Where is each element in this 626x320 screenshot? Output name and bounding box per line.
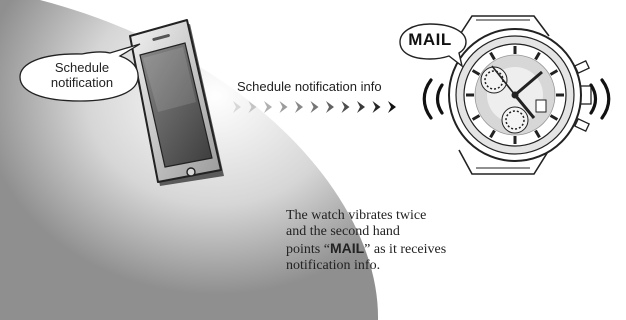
arrow-chevron: [388, 101, 396, 113]
arrow-chevron: [326, 101, 334, 113]
caption-line1: The watch vibrates twice: [286, 208, 466, 224]
arrow-chevron: [311, 101, 319, 113]
arrow-chevron: [373, 101, 381, 113]
caption-line3-post: ” as it receives: [364, 242, 446, 257]
caption: The watch vibrates twice and the second …: [286, 208, 466, 274]
mail-label: MAIL: [398, 30, 462, 50]
caption-line3-pre: points “: [286, 242, 330, 257]
arrow-chevron: [295, 101, 303, 113]
phone-bubble-label: Schedule notification: [30, 60, 134, 90]
arrow-chevron: [280, 101, 288, 113]
vibration-marks-right: [591, 80, 609, 118]
vibration-marks-left: [424, 80, 442, 118]
arrow-chevron: [357, 101, 365, 113]
caption-line2: and the second hand: [286, 224, 466, 240]
arrow-chevron: [264, 101, 272, 113]
caption-mail-word: MAIL: [330, 240, 364, 256]
caption-line4: notification info.: [286, 258, 466, 274]
phone-bubble-line2: notification: [30, 75, 134, 90]
caption-line3: points “MAIL” as it receives: [286, 240, 466, 258]
arrow-chevron: [342, 101, 350, 113]
phone-bubble-line1: Schedule: [30, 60, 134, 75]
flow-label: Schedule notification info: [237, 79, 382, 94]
